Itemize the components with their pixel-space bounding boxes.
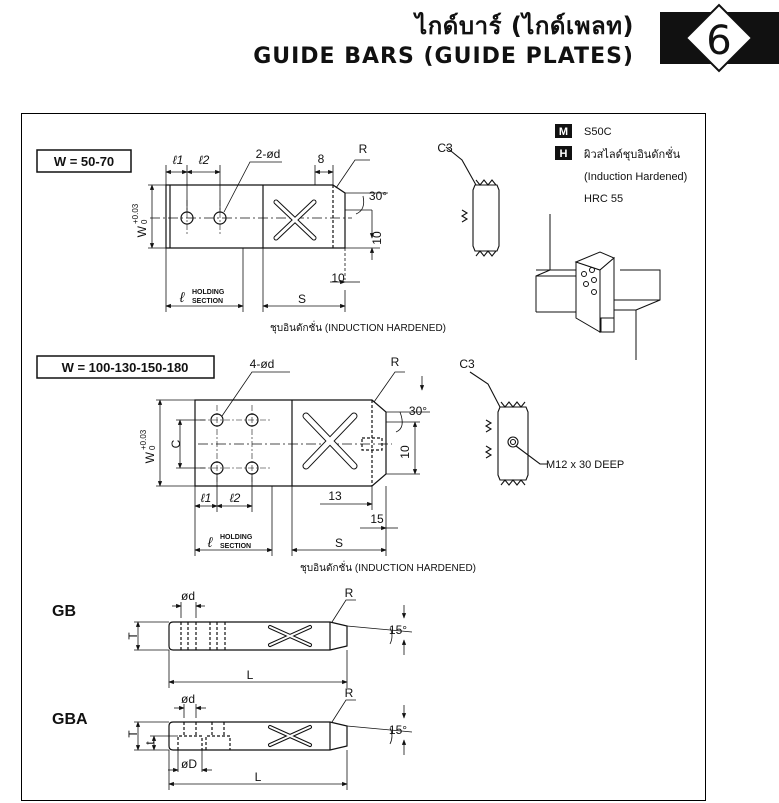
figure-w50-70: W = 50-70 [36, 141, 500, 334]
fig2-dim-13: 13 [328, 489, 342, 503]
gba-small-t-dim: t [143, 741, 157, 745]
fig2-width-tol: +0.03 [139, 429, 148, 450]
fig2-angle: 30° [409, 404, 427, 418]
fig2-holding-1: HOLDING [220, 534, 253, 541]
fig1-angle: 30° [369, 189, 387, 203]
fig2-s-dim: S [335, 536, 343, 550]
gba-t-dim: T [126, 730, 140, 738]
fig1-dim-10-vertical: 10 [370, 231, 384, 245]
figure-w100-180: W = 100-130-150-180 [36, 355, 624, 574]
fig1-radius: R [359, 142, 368, 156]
fig2-induction-note: ชุบอินดักชั่น (INDUCTION HARDENED) [300, 560, 476, 574]
figure-gb: GB [52, 586, 413, 688]
fig1-induction-note: ชุบอินดักชั่น (INDUCTION HARDENED) [270, 320, 446, 334]
gba-counterbore-dim: øD [181, 757, 197, 771]
page-title-english: GUIDE BARS (GUIDE PLATES) [253, 44, 634, 69]
fig2-l2-dim: ℓ2 [230, 491, 241, 505]
fig2-holes: 4-ød [250, 357, 275, 371]
gb-radius: R [345, 586, 354, 600]
fig1-holes: 2-ød [256, 147, 281, 161]
gb-label: GB [52, 603, 76, 620]
gb-l-dim: L [247, 668, 254, 682]
fig1-width-tol-low: 0 [140, 219, 149, 224]
material-legend: M S50C H ผิวสไลด์ชุบอินดักชั่น (Inductio… [555, 124, 687, 205]
fig2-radius: R [391, 355, 400, 369]
fig1-label: W = 50-70 [54, 154, 114, 169]
gb-t-dim: T [126, 632, 140, 640]
gba-label: GBA [52, 711, 88, 728]
fig1-s-dim: S [298, 292, 306, 306]
gba-hole-dim: ød [181, 692, 195, 706]
fig2-width-label: W [143, 451, 157, 463]
gba-angle: 15° [389, 723, 407, 737]
drawing-frame [21, 113, 706, 801]
fig2-dim-15: 15 [370, 512, 384, 526]
material-value: S50C [584, 126, 612, 138]
gba-l-dim: L [255, 770, 262, 784]
fig1-length-sym: ℓ [179, 289, 185, 305]
fig2-dim-10: 10 [398, 445, 412, 459]
gba-radius: R [345, 686, 354, 700]
fig1-l1-dim: ℓ1 [173, 153, 184, 167]
page-title-thai: ไกด์บาร์ (ไกด์เพลท) [415, 12, 634, 40]
fig2-label: W = 100-130-150-180 [62, 360, 189, 375]
fig1-width-tol: +0.03 [131, 203, 140, 224]
fig1-dim-8: 8 [318, 152, 325, 166]
hardness-value: HRC 55 [584, 193, 623, 205]
gb-angle: 15° [389, 623, 407, 637]
fig1-chamfer: C3 [437, 141, 453, 155]
fig2-tap-note: M12 x 30 DEEP [546, 459, 624, 471]
chapter-badge: 6 [660, 3, 779, 73]
fig2-l1-dim: ℓ1 [201, 491, 212, 505]
heat-treatment-note: (Induction Hardened) [584, 171, 687, 183]
gb-hole-dim: ød [181, 589, 195, 603]
fig1-holding-2: SECTION [192, 298, 223, 305]
fig1-width-label: W [135, 225, 149, 237]
fig2-width-tol-low: 0 [148, 445, 157, 450]
chapter-number: 6 [706, 18, 731, 64]
heat-treatment-thai: ผิวสไลด์ชุบอินดักชั่น [583, 146, 680, 161]
fig1-l2-dim: ℓ2 [199, 153, 210, 167]
fig1-dim-10-horizontal: 10 [331, 271, 345, 285]
h-badge: H [560, 148, 568, 160]
fig2-holding-2: SECTION [220, 543, 251, 550]
fig2-chamfer: C3 [459, 357, 475, 371]
m-badge: M [559, 126, 568, 138]
fig2-c-dim: C [169, 439, 183, 448]
fig2-length-sym: ℓ [207, 534, 213, 550]
fig1-holding-1: HOLDING [192, 289, 225, 296]
isometric-sketch [535, 214, 661, 360]
figure-gba: GBA [52, 686, 413, 790]
